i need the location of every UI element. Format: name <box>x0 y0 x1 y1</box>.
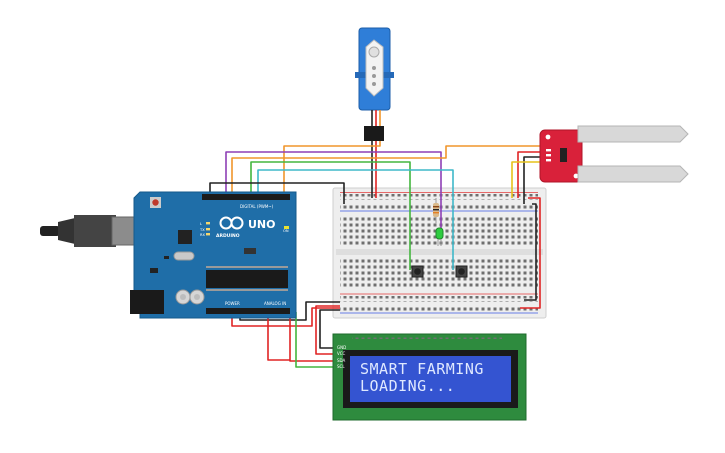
wire-orange-sensor <box>231 145 549 196</box>
arduino-model: UNO <box>248 218 276 231</box>
lcd-screen <box>350 356 511 402</box>
arduino-uno[interactable]: ARDUINO UNO DIGITAL (PWM~) POWER ANALOG … <box>40 191 297 319</box>
rx-label: RX <box>200 233 205 237</box>
pushbutton-icon[interactable] <box>411 265 424 278</box>
usb-chip <box>178 230 192 244</box>
pushbutton-icon[interactable] <box>455 265 468 278</box>
wire-purple <box>225 151 442 230</box>
wire-rail-red <box>520 197 541 309</box>
soil-moisture-sensor[interactable] <box>539 125 689 183</box>
power-jack <box>130 290 164 314</box>
digital-header[interactable] <box>202 194 290 200</box>
lcd-pin-gnd: GND <box>337 345 346 350</box>
lcd-line-1: SMART FARMING <box>360 360 484 378</box>
servo-motor-icon[interactable] <box>355 27 394 141</box>
lcd-pin-scl: SCL <box>337 364 345 369</box>
wire-lcd-vcc <box>315 305 340 355</box>
analog-label: ANALOG IN <box>264 301 286 306</box>
wire-analog-red <box>267 312 290 361</box>
breadboard <box>332 187 547 319</box>
usb-plug-icon <box>40 215 139 247</box>
led-icon[interactable] <box>435 227 444 246</box>
resistor-icon[interactable] <box>433 198 439 224</box>
tx-label: TX <box>199 228 205 232</box>
lcd-pin-sda: SDA <box>337 358 346 363</box>
l-label: L <box>200 222 202 226</box>
arduino-brand: ARDUINO <box>216 233 240 239</box>
lcd-header-pins <box>352 336 502 339</box>
power-label: POWER <box>225 301 240 306</box>
wire-lcd-scl <box>295 312 336 368</box>
arduino-logo-icon <box>219 216 244 230</box>
wire-power-red <box>231 307 340 327</box>
wire-lcd-gnd <box>319 309 340 349</box>
wire-black-gnd <box>209 182 345 204</box>
on-label: ON <box>283 229 289 233</box>
digital-label: DIGITAL (PWM~) <box>240 204 274 209</box>
sensor-probe-bottom <box>577 165 689 183</box>
lcd-display[interactable]: SMART FARMING LOADING... GND VCC SDA SCL <box>332 333 527 421</box>
power-analog-header[interactable] <box>206 308 290 314</box>
wire-sensor-yellow <box>511 161 549 198</box>
wire-green <box>250 161 411 270</box>
lcd-line-2: LOADING... <box>360 377 455 395</box>
wire-rail-black <box>524 203 537 301</box>
wire-sensor-red <box>517 151 549 198</box>
microcontroller-chip <box>206 270 288 288</box>
lcd-pin-vcc: VCC <box>337 351 346 356</box>
sensor-probe-top <box>577 125 689 143</box>
